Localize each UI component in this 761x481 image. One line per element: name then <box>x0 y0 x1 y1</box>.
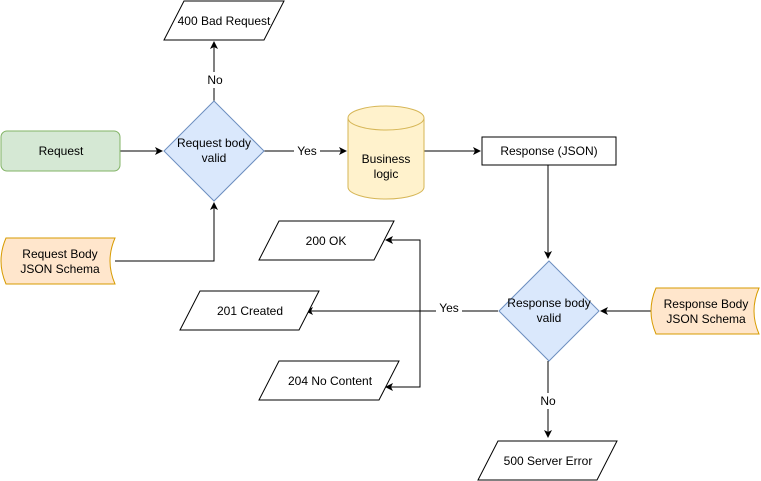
edge-label-yes-right-text: Yes <box>297 144 317 158</box>
request-schema-line2: JSON Schema <box>20 262 100 276</box>
ok-200-node[interactable]: 200 OK <box>258 220 395 261</box>
request-node[interactable]: Request <box>0 130 121 172</box>
business-logic-line2: logic <box>374 167 399 181</box>
request-label: Request <box>39 144 84 158</box>
no-content-204-label: 204 No Content <box>288 374 373 388</box>
edge-label-yes-left-text: Yes <box>439 301 459 315</box>
server-error-500-node[interactable]: 500 Server Error <box>477 440 618 481</box>
request-body-valid-decision[interactable]: Request body valid <box>163 100 265 202</box>
created-201-label: 201 Created <box>217 304 283 318</box>
created-201-node[interactable]: 201 Created <box>179 290 320 331</box>
request-schema-node[interactable]: Request Body JSON Schema <box>0 237 116 285</box>
request-body-valid-line1: Request body <box>177 136 251 150</box>
response-body-valid-decision[interactable]: Response body valid <box>498 260 600 362</box>
response-json-label: Response (JSON) <box>500 144 597 158</box>
response-body-valid-line2: valid <box>537 311 562 325</box>
edge-label-no-bottom: No <box>537 393 559 409</box>
edge-branch-to-204 <box>385 311 421 391</box>
edge-branch-to-200 <box>385 236 421 311</box>
edge-label-yes-right: Yes <box>294 143 320 159</box>
response-json-node[interactable]: Response (JSON) <box>481 136 617 166</box>
bad-request-label: 400 Bad Request <box>178 14 271 28</box>
no-content-204-node[interactable]: 204 No Content <box>258 360 400 401</box>
edge-label-no-top: No <box>204 72 226 88</box>
edge-schema-to-decision <box>115 202 218 262</box>
request-schema-line1: Request Body <box>22 247 97 261</box>
business-logic-database[interactable]: Business logic <box>347 105 425 200</box>
server-error-500-label: 500 Server Error <box>504 454 593 468</box>
business-logic-line1: Business <box>362 152 411 166</box>
ok-200-label: 200 OK <box>306 234 347 248</box>
bad-request-node[interactable]: 400 Bad Request <box>163 0 285 41</box>
response-schema-node[interactable]: Response Body JSON Schema <box>650 287 760 335</box>
edge-label-yes-left: Yes <box>436 300 462 316</box>
edge-label-no-bottom-text: No <box>540 394 556 408</box>
response-schema-line2: JSON Schema <box>666 312 746 326</box>
edge-label-no-top-text: No <box>207 73 223 87</box>
response-body-valid-line1: Response body <box>507 296 590 310</box>
response-schema-line1: Response Body <box>664 297 749 311</box>
request-body-valid-line2: valid <box>202 151 227 165</box>
